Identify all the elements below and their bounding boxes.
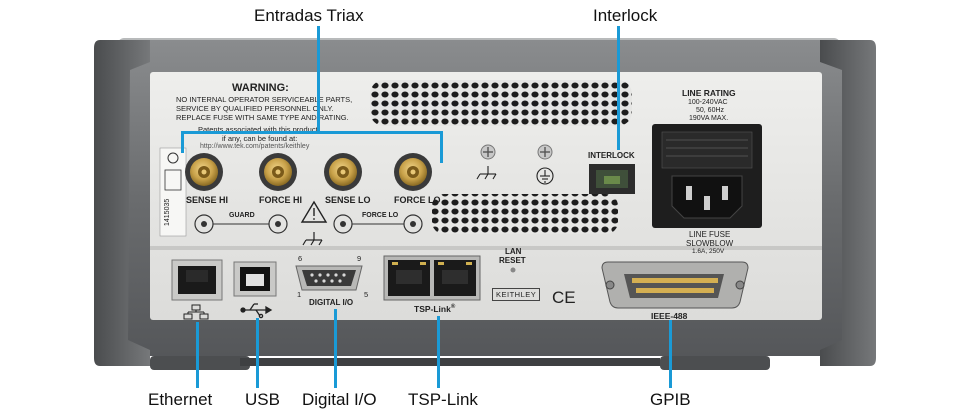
upper-vent xyxy=(370,80,632,126)
right-bumper xyxy=(820,40,876,366)
triax-jack-force-hi[interactable] xyxy=(259,153,297,191)
bottom-shadow xyxy=(240,358,660,366)
patents-line-1: Patents associated with this product, xyxy=(198,125,320,134)
force-lo-jacks xyxy=(333,214,423,234)
label-force-hi: FORCE HI xyxy=(259,195,303,205)
ieee-488-label: IEEE-488 xyxy=(651,311,688,321)
digital-io-label: DIGITAL I/O xyxy=(309,298,354,307)
callout-triax: Entradas Triax xyxy=(254,6,364,25)
line-fuse-2: SLOWBLOW xyxy=(686,239,734,248)
serial-number: 1415035 xyxy=(164,198,171,226)
power-inlet[interactable] xyxy=(652,124,762,228)
ethernet-port[interactable] xyxy=(171,259,223,301)
triax-jack-force-lo[interactable] xyxy=(394,153,432,191)
right-foot xyxy=(660,356,770,370)
line-rating-1: 100-240VAC xyxy=(688,99,728,106)
lan-label: LAN xyxy=(505,247,522,256)
tsp-link-text: TSP-Link xyxy=(414,304,451,314)
line-rating-2: 50, 60Hz xyxy=(696,107,725,114)
triax-jack-sense-hi[interactable] xyxy=(185,153,223,191)
callout-ethernet: Ethernet xyxy=(148,390,213,409)
callout-gpib: GPIB xyxy=(650,390,691,409)
label-sense-hi: SENSE HI xyxy=(186,195,229,205)
warning-line-1: NO INTERNAL OPERATOR SERVICEABLE PARTS, xyxy=(176,95,353,104)
callout-line-digital-io xyxy=(334,309,337,388)
pin-6-label: 6 xyxy=(298,254,303,263)
left-foot xyxy=(150,356,250,370)
callout-usb: USB xyxy=(245,390,280,409)
digital-io-connector[interactable] xyxy=(295,265,363,291)
usb-icon xyxy=(240,303,273,319)
chassis-ground-icon xyxy=(302,232,323,246)
callout-interlock: Interlock xyxy=(593,6,658,25)
label-guard: GUARD xyxy=(229,212,255,219)
warning-line-3: REPLACE FUSE WITH SAME TYPE AND RATING. xyxy=(176,113,349,122)
label-sense-lo: SENSE LO xyxy=(325,195,371,205)
callout-line-triax-vertical xyxy=(317,26,320,134)
ground-screw-icon xyxy=(476,144,497,180)
usb-port[interactable] xyxy=(233,261,277,297)
warning-triangle-icon xyxy=(300,200,328,223)
registered-mark: ® xyxy=(450,304,456,311)
interlock-connector[interactable] xyxy=(589,164,635,194)
callout-line-gpib xyxy=(669,320,672,388)
callout-line-triax-left-drop xyxy=(181,131,184,153)
pin-1-label: 1 xyxy=(297,290,302,299)
line-fuse-3: 1.6A, 250V xyxy=(692,248,725,255)
callout-line-tsp-link xyxy=(437,316,440,388)
callout-line-ethernet xyxy=(196,322,199,388)
callout-line-interlock xyxy=(617,26,620,150)
protective-earth-icon xyxy=(536,144,554,185)
callout-line-usb xyxy=(256,318,259,388)
callout-line-triax-horizontal xyxy=(181,131,443,134)
callout-tsp-link: TSP-Link xyxy=(408,390,478,409)
keithley-logo: KEITHLEY xyxy=(492,288,541,301)
reset-label: RESET xyxy=(499,256,526,265)
label-force-lo-small: FORCE LO xyxy=(362,212,399,219)
tsp-link-ports[interactable] xyxy=(383,255,481,301)
triax-jack-sense-lo[interactable] xyxy=(324,153,362,191)
left-bumper xyxy=(94,40,150,366)
tsp-link-label: TSP-Link® xyxy=(414,304,455,314)
line-rating-3: 190VA MAX. xyxy=(689,115,729,122)
line-fuse-1: LINE FUSE xyxy=(689,230,731,239)
guard-jacks xyxy=(194,214,288,234)
warning-line-2: SERVICE BY QUALIFIED PERSONNEL ONLY. xyxy=(176,104,334,113)
label-force-lo: FORCE LO xyxy=(394,195,441,205)
line-rating-title: LINE RATING xyxy=(682,88,736,98)
lan-reset-button[interactable] xyxy=(510,267,516,273)
lower-vent xyxy=(432,194,618,234)
interlock-label: INTERLOCK xyxy=(588,151,635,160)
network-icon xyxy=(183,304,209,320)
callout-digital-io: Digital I/O xyxy=(302,390,377,409)
warning-title: WARNING: xyxy=(232,82,289,94)
panel-divider xyxy=(150,246,822,250)
pin-9-label: 9 xyxy=(357,254,362,263)
ce-mark: CE xyxy=(552,288,576,307)
callout-line-triax-right-drop xyxy=(440,131,443,163)
patents-line-3: http://www.tek.com/patents/keithley xyxy=(200,143,310,150)
gpib-connector[interactable] xyxy=(601,261,749,309)
pin-5-label: 5 xyxy=(364,290,369,299)
patents-line-2: if any, can be found at: xyxy=(222,134,298,143)
